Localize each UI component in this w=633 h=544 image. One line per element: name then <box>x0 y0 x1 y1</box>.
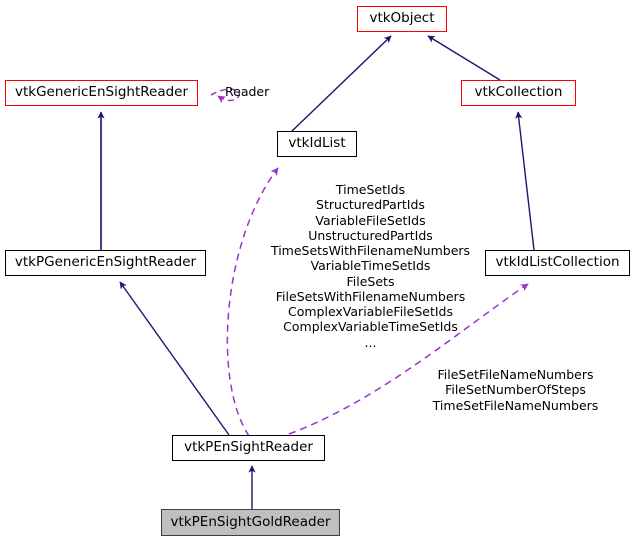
association-edge-reader-self-loop <box>210 88 241 104</box>
class-node-label: vtkPEnSightGoldReader <box>170 513 331 530</box>
class-node-label: vtkCollection <box>474 84 563 101</box>
association-edge-pensightreader-to-idlistcollection <box>288 283 529 435</box>
edge-label-line: ComplexVariableTimeSetIds <box>283 319 458 335</box>
inheritance-edge-pensightreader-to-pgenericensightreader <box>119 281 230 436</box>
class-node-vtkpensightreader[interactable]: vtkPEnSightReader <box>172 435 325 461</box>
edge-label-line: VariableTimeSetIds <box>310 258 431 274</box>
edge-label-line: TimeSetFileNameNumbers <box>432 397 599 413</box>
class-node-vtkcollection[interactable]: vtkCollection <box>461 80 576 106</box>
inheritance-edge-vtkcollection-to-vtkobject <box>427 35 501 81</box>
inheritance-edge-idlistcollection-to-vtkcollection <box>515 111 535 251</box>
class-node-label: vtkIdListCollection <box>495 254 620 271</box>
edge-label-line: FileSetFileNameNumbers <box>437 367 594 382</box>
class-node-label: vtkObject <box>369 10 435 27</box>
class-node-label: vtkGenericEnSightReader <box>14 84 189 101</box>
edge-label-line: StructuredPartIds <box>316 197 425 213</box>
edge-label-line: UnstructuredPartIds <box>308 227 433 243</box>
edge-label-line: VariableFileSetIds <box>315 212 426 228</box>
class-node-vtkpensightgoldreader[interactable]: vtkPEnSightGoldReader <box>161 509 340 536</box>
inheritance-edge-vtkidlist-to-vtkobject <box>290 35 392 133</box>
edge-label-line: TimeSetsWithFilenameNumbers <box>270 243 471 258</box>
association-edge-pensightreader-to-vtkidlist <box>226 167 279 437</box>
class-node-label: vtkIdList <box>288 135 346 152</box>
edge-label-line: FileSetsWithFilenameNumbers <box>275 288 466 304</box>
class-node-vtkgenericensightreader[interactable]: vtkGenericEnSightReader <box>5 80 198 106</box>
class-node-vtkidlistcollection[interactable]: vtkIdListCollection <box>485 250 630 276</box>
edge-label-line: TimeSetIds <box>335 182 406 197</box>
edge-label-line: FileSets <box>346 273 395 289</box>
class-node-vtkobject[interactable]: vtkObject <box>357 6 447 32</box>
edge-label-reader: Reader <box>225 84 270 99</box>
edge-label-line: ... <box>364 334 377 350</box>
class-node-vtkidlist[interactable]: vtkIdList <box>277 131 357 157</box>
edge-label-line: ComplexVariableFileSetIds <box>287 304 453 319</box>
class-node-vtkpgenericensightreader[interactable]: vtkPGenericEnSightReader <box>5 250 206 276</box>
class-node-label: vtkPGenericEnSightReader <box>14 254 197 271</box>
edge-label-line: FileSetNumberOfSteps <box>445 382 586 398</box>
class-node-label: vtkPEnSightReader <box>184 439 313 456</box>
